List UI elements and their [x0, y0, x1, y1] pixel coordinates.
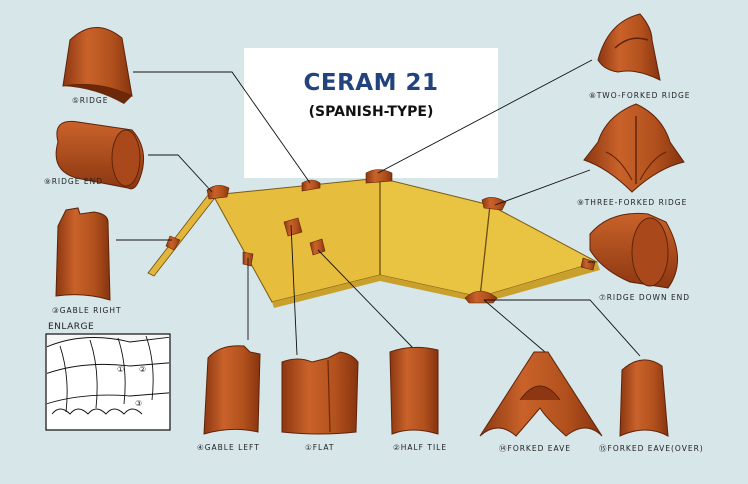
enlarge-marker-2: ②	[139, 365, 148, 374]
ridge-tile	[62, 27, 133, 104]
diagram-title: CERAM 21	[303, 70, 439, 96]
ridge-end-tile	[55, 120, 145, 190]
gable-right-mark	[165, 235, 181, 251]
flat-tile-mark	[283, 217, 303, 237]
gable-right-tile	[55, 207, 111, 301]
two-forked-ridge-tile	[597, 13, 661, 81]
roof-eave-edge	[272, 262, 600, 308]
ridge-tile-mark	[301, 179, 321, 192]
gable-bar	[147, 194, 215, 277]
enlarge-marker-1: ①	[117, 365, 126, 374]
half-tile	[389, 346, 439, 435]
forked-eave-tile	[479, 351, 603, 437]
leader-two-forked-ridge	[377, 59, 593, 174]
enlarge-marker-3: ③	[135, 399, 144, 408]
label-ridge-end: ⑨RIDGE END	[44, 177, 103, 186]
roof	[147, 169, 600, 308]
leader-forked-eave	[483, 299, 546, 353]
label-half-tile: ②HALF TILE	[393, 443, 448, 452]
label-forked-eave-over: ⑮FORKED EAVE(OVER)	[599, 444, 704, 453]
label-gable-left: ④GABLE LEFT	[197, 443, 260, 452]
label-flat: ①FLAT	[305, 443, 335, 452]
title-box: CERAM 21 (SPANISH-TYPE)	[244, 48, 498, 178]
enlarge-box	[45, 333, 171, 431]
corner-ridge-mark	[206, 185, 230, 200]
leader-forked-eave-over	[484, 299, 641, 357]
three-forked-ridge-mark	[481, 197, 507, 211]
flat-tile	[281, 351, 359, 435]
leader-three-forked-ridge	[494, 169, 591, 206]
leader-lines	[116, 59, 641, 357]
diagram-subtitle: (SPANISH-TYPE)	[308, 104, 434, 120]
three-forked-ridge-tile	[583, 103, 685, 193]
ridge-down-end-tile	[589, 212, 678, 289]
label-three-forked-ridge: ⑨THREE-FORKED RIDGE	[577, 198, 688, 207]
leader-half-tile	[317, 249, 414, 349]
gable-left-tile	[203, 345, 261, 435]
leader-ridge	[133, 71, 311, 184]
leader-flat	[290, 224, 298, 356]
enlarge-label: ENLARGE	[48, 322, 95, 332]
leader-ridge-end	[148, 154, 213, 193]
label-ridge: ⑤RIDGE	[72, 96, 109, 105]
label-two-forked-ridge: ⑧TWO-FORKED RIDGE	[589, 91, 691, 100]
label-ridge-down-end: ⑦RIDGE DOWN END	[599, 293, 691, 302]
ridge-down-end-mark	[580, 257, 596, 271]
two-forked-ridge-mark	[365, 169, 393, 184]
half-tile-mark	[309, 238, 326, 256]
forked-eave-over-tile	[619, 359, 669, 437]
label-gable-right: ③GABLE RIGHT	[52, 306, 122, 315]
label-forked-eave: ⑭FORKED EAVE	[499, 444, 572, 453]
